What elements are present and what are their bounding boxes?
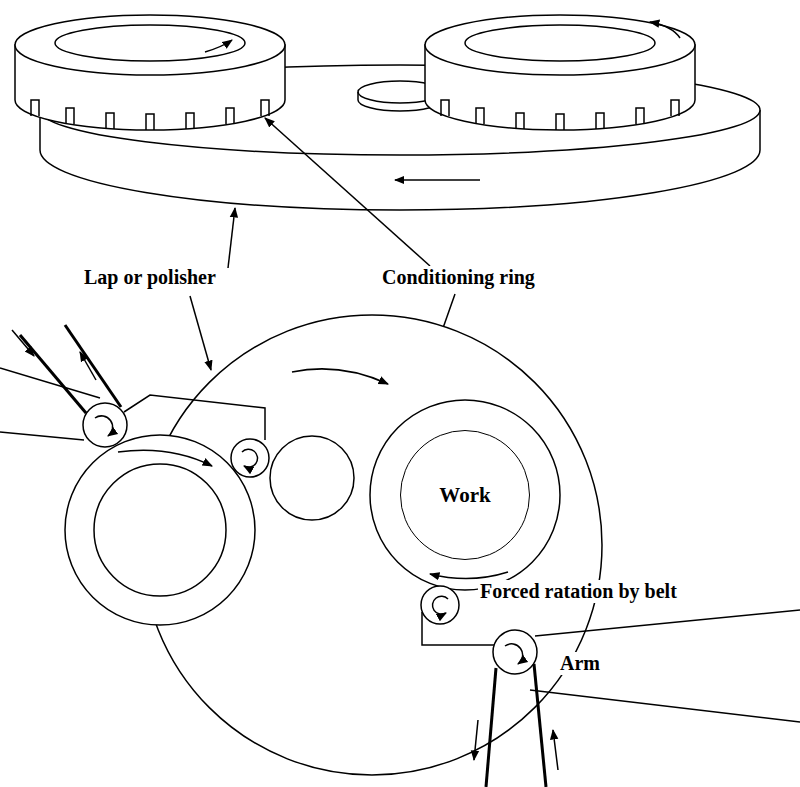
part-label: Forced ratation by belt [478, 580, 679, 603]
arm-right [421, 586, 800, 787]
conditioning-ring-right [425, 15, 695, 130]
part-label: Arm [558, 652, 602, 675]
part-label: Lap or polisher [82, 266, 218, 289]
part-label: Conditioning ring [380, 266, 537, 289]
arm-left [0, 325, 269, 477]
work-circle: Work [400, 430, 530, 560]
ring-left-plan [65, 435, 255, 625]
node-label: Work [439, 483, 490, 508]
conditioning-ring-left [15, 15, 285, 130]
ring-right-plan [370, 400, 560, 590]
